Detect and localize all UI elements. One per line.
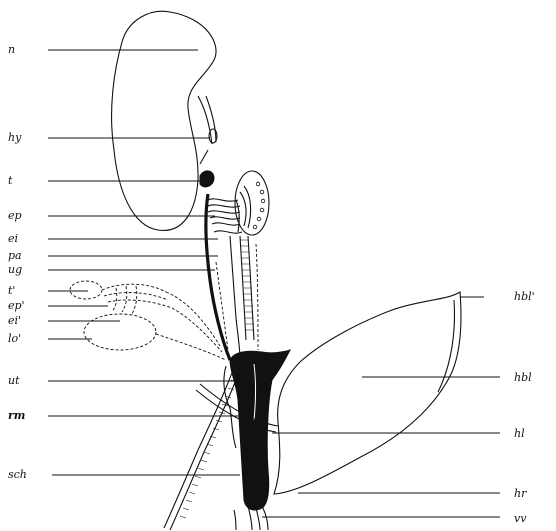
label-lo-prime: lo' [8, 332, 21, 345]
label-ep: ep [8, 209, 22, 222]
label-hr: hr [514, 487, 527, 500]
gubernaculum-cord [164, 362, 242, 530]
label-hbl: hbl [514, 371, 532, 384]
testis [200, 171, 214, 187]
label-ei-prime: ei' [8, 314, 21, 327]
label-pa: pa [8, 249, 22, 262]
hydatid-stalk [200, 150, 208, 164]
leader-lines-right [262, 297, 500, 517]
label-ep-prime: ep' [8, 299, 25, 312]
urogenital-canal-hatched [240, 236, 254, 340]
urinary-bladder [274, 292, 461, 494]
label-sch: sch [8, 468, 27, 481]
bladder-wall-inner [438, 300, 454, 392]
paradidymis-dots [253, 182, 265, 229]
label-ut: ut [8, 374, 20, 387]
label-hy: hy [8, 131, 22, 144]
dashed-structures [70, 244, 258, 360]
label-hbl-prime: hbl' [514, 290, 535, 303]
label-vv: vv [514, 512, 527, 525]
label-rm: rm [8, 409, 25, 422]
label-t-prime: t' [8, 284, 15, 297]
label-ug: ug [8, 263, 22, 276]
kidney [112, 11, 216, 230]
label-t: t [8, 174, 13, 187]
urogenital-duct-outer [230, 236, 240, 358]
ureter [198, 96, 216, 144]
label-n: n [8, 43, 15, 56]
label-ei: ei [8, 232, 18, 245]
leader-lines-left [48, 50, 240, 475]
label-hl: hl [514, 427, 525, 440]
uterus-masculinus-sinus [230, 350, 290, 510]
